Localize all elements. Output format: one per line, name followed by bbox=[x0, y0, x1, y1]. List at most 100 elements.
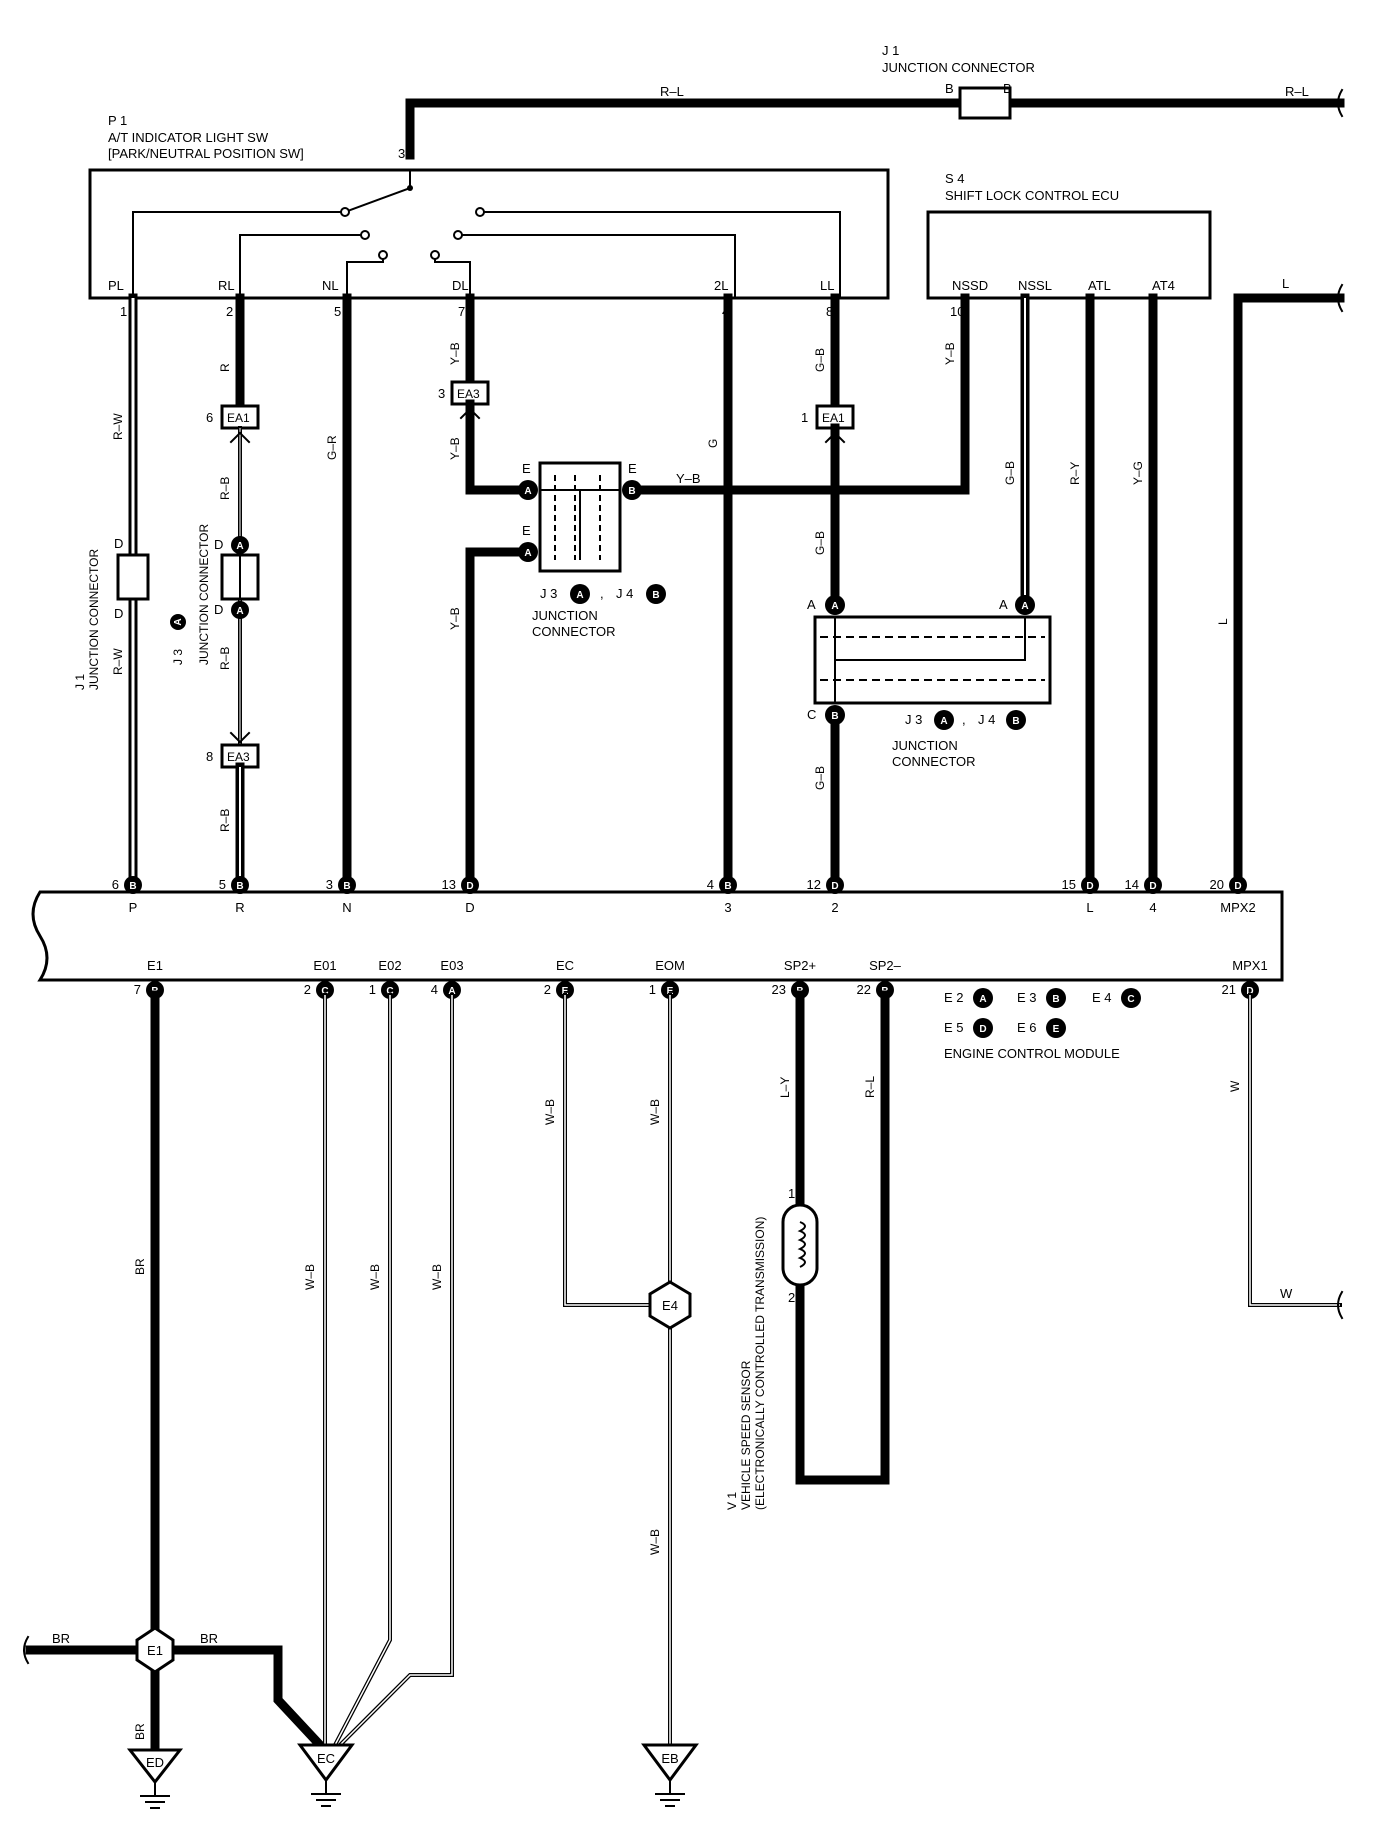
jc-left-a-pin-top bbox=[231, 536, 249, 554]
wire-wb3-inner bbox=[339, 995, 453, 1746]
jc-mid-pin-a2 bbox=[518, 542, 538, 562]
s4-term-at4: AT4 bbox=[1152, 278, 1175, 293]
p1-pl-line bbox=[132, 211, 346, 299]
ecm-bottom-pin-eom bbox=[661, 981, 679, 999]
jc-mid-j3: J 3 bbox=[540, 586, 557, 601]
j1-top-pin-right: B bbox=[1003, 81, 1012, 96]
ground-ed-triangle bbox=[126, 1748, 184, 1785]
ecm-legend-e3: E 3 bbox=[1017, 990, 1037, 1005]
wire-break-icon-2 bbox=[1337, 283, 1344, 313]
ea3-mid-pin: 3 bbox=[438, 386, 445, 401]
ecm-top-pin-number: 15 bbox=[1062, 877, 1076, 892]
v1-sensor bbox=[781, 1203, 819, 1287]
chevron-up-icon bbox=[229, 431, 251, 444]
s4-name: SHIFT LOCK CONTROL ECU bbox=[945, 188, 1119, 203]
p1-name1: A/T INDICATOR LIGHT SW bbox=[108, 130, 269, 145]
ecm-legend-e2: E 2 bbox=[944, 990, 964, 1005]
jc-right-name1: JUNCTION bbox=[892, 738, 958, 753]
jc-left-a-pin-bottom bbox=[231, 601, 249, 619]
ecm-top-terminal-label: 3 bbox=[724, 900, 731, 915]
ground-eb: EB bbox=[641, 1743, 699, 1807]
wire-label-rl-top: R–L bbox=[660, 84, 684, 99]
jc-left-d1: D bbox=[114, 536, 123, 551]
jc-right-legend-a-label: A bbox=[940, 716, 947, 727]
ecm-top-conn-label: D bbox=[1149, 881, 1156, 892]
ecm-legend-c bbox=[1121, 988, 1141, 1008]
ecm-bottom-pin-number: 22 bbox=[857, 982, 871, 997]
v1-name2: (ELECTRONICALLY CONTROLLED TRANSMISSION) bbox=[753, 1217, 767, 1510]
ecm-top-pin-number: 6 bbox=[112, 877, 119, 892]
ecm-top-pin-mpx2 bbox=[1229, 876, 1247, 894]
p1-pin-1: 1 bbox=[120, 304, 127, 319]
jc-mid-j4: J 4 bbox=[616, 586, 633, 601]
ecm-top-conn-label: B bbox=[343, 881, 350, 892]
ecm-bottom-pin-number: 1 bbox=[369, 982, 376, 997]
wire-label-ry: R–Y bbox=[1068, 462, 1082, 485]
wire-label-w1: W bbox=[1228, 1080, 1242, 1092]
ecm-bottom-conn-label: D bbox=[1246, 986, 1253, 997]
ecm-bottom-conn-label: C bbox=[321, 986, 328, 997]
jc-right-legend-a bbox=[934, 710, 954, 730]
ecm-bottom-terminal-label: E1 bbox=[147, 958, 163, 973]
wire-label-yb1: Y–B bbox=[448, 342, 462, 365]
jc-left-a-pin-top-label: A bbox=[236, 541, 243, 552]
jc-right-a-text2: A bbox=[999, 597, 1008, 612]
ecm-top-terminal-label: L bbox=[1086, 900, 1093, 915]
ecm-bottom-pin-e03 bbox=[443, 981, 461, 999]
j1-top-id: J 1 bbox=[882, 43, 899, 58]
j1-top-name: JUNCTION CONNECTOR bbox=[882, 60, 1035, 75]
ecm-bottom-pin-number: 2 bbox=[304, 982, 311, 997]
wire-label-r: R bbox=[218, 363, 232, 372]
ecm-top-conn-label: B bbox=[236, 881, 243, 892]
wire-label-rw: R–W bbox=[111, 413, 125, 440]
e1-label: E1 bbox=[147, 1643, 163, 1658]
wire-label-wb3: W–B bbox=[430, 1264, 444, 1290]
ecm-legend-e5: E 5 bbox=[944, 1020, 964, 1035]
jc-left-d2: D bbox=[114, 606, 123, 621]
ecm-bottom-terminal-label: E03 bbox=[440, 958, 463, 973]
p1-rl-line bbox=[239, 234, 366, 299]
p1-pin3: 3 bbox=[398, 146, 405, 161]
ecm-bottom-terminal-label: SP2+ bbox=[784, 958, 816, 973]
ecm-legend-e4: E 4 bbox=[1092, 990, 1112, 1005]
s4-term-nssl: NSSL bbox=[1018, 278, 1052, 293]
ground-ec: EC bbox=[297, 1743, 355, 1807]
ecm-bottom-conn-label: E bbox=[667, 986, 674, 997]
jc-right-j4: J 4 bbox=[978, 712, 995, 727]
j3-left-pin-a-label: A bbox=[173, 618, 184, 625]
j3-left-pin-a bbox=[170, 614, 186, 630]
wire-label-wb-e4: W–B bbox=[648, 1529, 662, 1555]
wire-label-gb2: G–B bbox=[813, 531, 827, 555]
j1-left-id: J 1 bbox=[73, 674, 87, 690]
p1-term-dl: DL bbox=[452, 278, 469, 293]
ecm-top-pin-4 bbox=[1144, 876, 1162, 894]
jc-right-pin-a2-label: A bbox=[1021, 601, 1028, 612]
ecm-top-pin-l bbox=[1081, 876, 1099, 894]
ecm-name: ENGINE CONTROL MODULE bbox=[944, 1046, 1120, 1061]
ecm-top-conn-label: B bbox=[129, 881, 136, 892]
ground-eb-label: EB bbox=[661, 1751, 678, 1766]
ecm-bottom-conn-label: E bbox=[562, 986, 569, 997]
jc-right-pin-a2 bbox=[1015, 595, 1035, 615]
ecm-legend-c-label: C bbox=[1127, 994, 1134, 1005]
wire-label-yb3: Y–B bbox=[448, 607, 462, 630]
wire-label-rb3: R–B bbox=[218, 809, 232, 832]
jc-mid-name2: CONNECTOR bbox=[532, 624, 616, 639]
jc-mid-pin-a2-label: A bbox=[524, 548, 531, 559]
wire-label-ly: L–Y bbox=[778, 1077, 792, 1098]
jc-mid-comma: , bbox=[600, 586, 604, 601]
p1-term-nl: NL bbox=[322, 278, 339, 293]
p1-2l-line bbox=[457, 234, 736, 299]
wire-rl-top bbox=[405, 98, 965, 160]
wire-label-yg: Y–G bbox=[1131, 461, 1145, 485]
ecm-top-pin-r bbox=[231, 876, 249, 894]
wire-wb2 bbox=[332, 993, 392, 1748]
ea1-right-label: EA1 bbox=[822, 411, 845, 425]
wire-label-wb2: W–B bbox=[368, 1264, 382, 1290]
ecm-bottom-terminal-label: SP2– bbox=[869, 958, 902, 973]
ea1-left-pin: 6 bbox=[206, 410, 213, 425]
ecm-legend-e bbox=[1046, 1018, 1066, 1038]
ecm-bottom-terminal-label: E02 bbox=[378, 958, 401, 973]
ecm-bottom-terminals: E1B7E01C2E02C1E03A4ECE2EOME1SP2+B23SP2–B… bbox=[134, 958, 1268, 999]
ecm-top-conn-label: D bbox=[1086, 881, 1093, 892]
